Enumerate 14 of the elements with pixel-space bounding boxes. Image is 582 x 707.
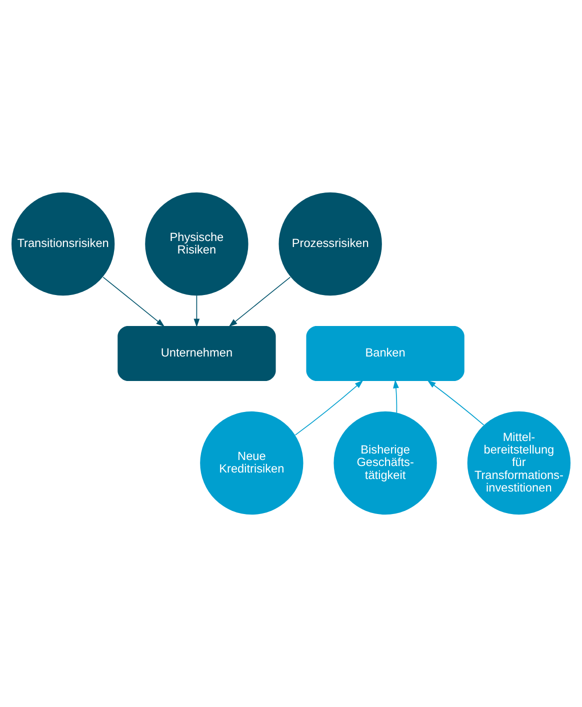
arrow	[393, 380, 399, 414]
arrow	[102, 276, 165, 327]
node-box: Banken	[306, 326, 464, 381]
arrow	[194, 295, 200, 328]
node-circle: Transitionsrisiken	[11, 192, 115, 296]
node-circle: Prozessrisiken	[278, 192, 382, 296]
node-box: Unternehmen	[118, 326, 276, 381]
node-circle: Physische Risiken	[145, 192, 248, 296]
arrow	[228, 276, 291, 327]
node-circle: Neue Kreditrisiken	[200, 411, 304, 515]
node-circle: Bisherige Geschäfts- tätigkeit	[334, 411, 437, 515]
arrow	[427, 380, 484, 426]
node-circle: Mittel- bereitstellung für Transformations- investitionen	[467, 411, 571, 515]
arrow	[294, 380, 364, 436]
